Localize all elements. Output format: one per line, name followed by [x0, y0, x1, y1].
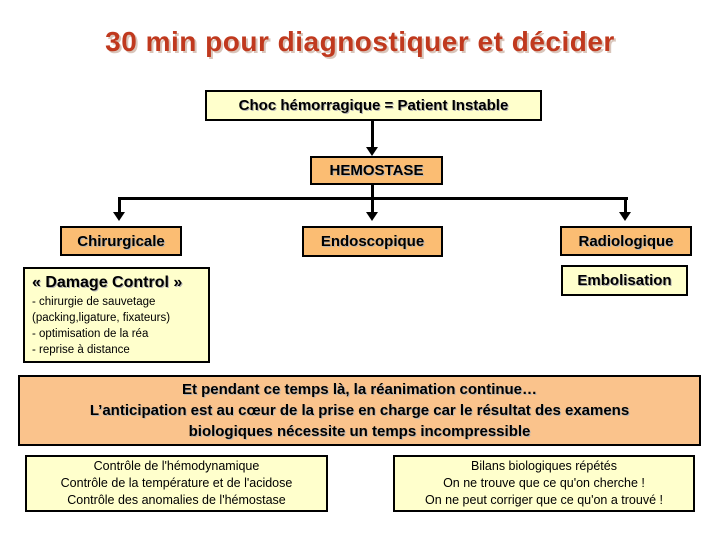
- controle-line: Contrôle de l'hémodynamique: [93, 459, 260, 473]
- arrowhead-branch-left: [113, 212, 125, 221]
- banner-line: biologiques nécessite un temps incompres…: [188, 423, 531, 440]
- damage-control-box: « Damage Control » - chirurgie de sauvet…: [23, 267, 210, 363]
- controle-line: Contrôle de la température et de l'acido…: [60, 476, 293, 490]
- controle-box: Contrôle de l'hémodynamique Contrôle de …: [25, 455, 328, 512]
- endoscopique-box: Endoscopique: [302, 226, 443, 257]
- banner-line: L’anticipation est au cœur de la prise e…: [89, 402, 630, 419]
- bilans-box: Bilans biologiques répétés On ne trouve …: [393, 455, 695, 512]
- banner-line: Et pendant ce temps là, la réanimation c…: [181, 381, 538, 398]
- arrowhead-branch-right: [619, 212, 631, 221]
- damage-control-line: - reprise à distance: [32, 344, 130, 356]
- hemostase-box: HEMOSTASE: [310, 156, 443, 185]
- bilans-line: Bilans biologiques répétés: [471, 459, 617, 473]
- arrow-line-root-to-hemostase: [371, 121, 374, 148]
- branch-left-line: [118, 199, 121, 213]
- damage-control-line: - chirurgie de sauvetage: [32, 296, 156, 308]
- bilans-line: On ne peut corriger que ce qu'on a trouv…: [425, 493, 663, 507]
- choc-hemorragique-box: Choc hémorragique = Patient Instable: [205, 90, 542, 121]
- controle-line: Contrôle des anomalies de l'hémostase: [67, 493, 286, 507]
- damage-control-line: - optimisation de la réa: [32, 328, 149, 340]
- radiologique-box: Radiologique: [560, 226, 692, 256]
- branch-center-line: [371, 199, 374, 213]
- branch-horizontal-line: [118, 197, 628, 200]
- branch-right-line: [624, 199, 627, 213]
- branch-stem-line: [371, 185, 374, 199]
- arrowhead-root-to-hemostase: [366, 147, 378, 156]
- slide-title: 30 min pour diagnostiquer et décider: [105, 26, 615, 57]
- damage-control-line: (packing,ligature, fixateurs): [32, 312, 171, 324]
- reanimation-banner: Et pendant ce temps là, la réanimation c…: [18, 375, 701, 446]
- arrowhead-branch-center: [366, 212, 378, 221]
- bilans-line: On ne trouve que ce qu'on cherche !: [443, 476, 645, 490]
- embolisation-box: Embolisation: [561, 265, 688, 296]
- chirurgicale-box: Chirurgicale: [60, 226, 182, 256]
- damage-control-title: « Damage Control »: [32, 274, 183, 291]
